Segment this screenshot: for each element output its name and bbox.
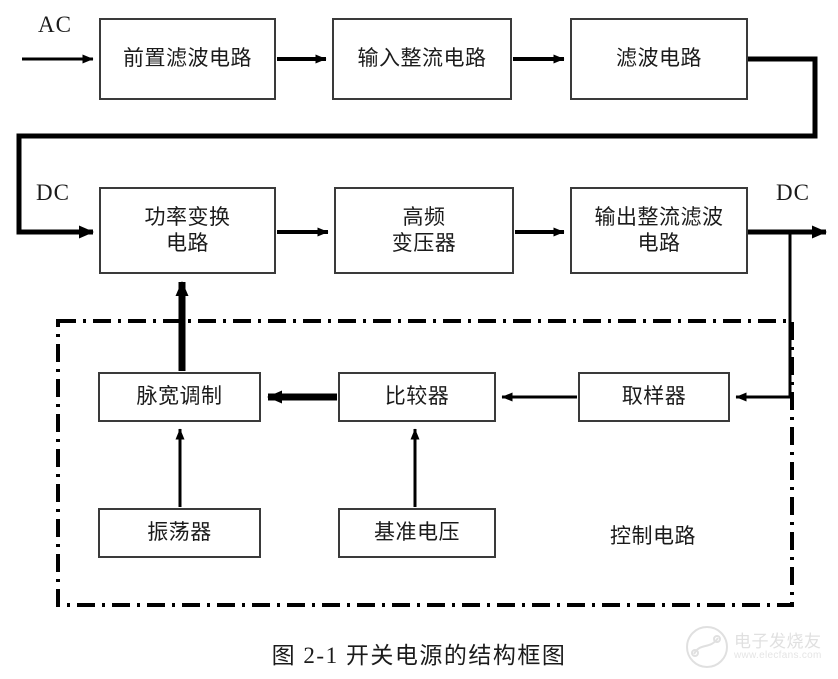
block-label-line1: 输出整流滤波	[594, 204, 724, 229]
label-control-circuit: 控制电路	[610, 524, 696, 548]
block-label: 比较器	[384, 384, 450, 409]
label-ac-input: AC	[38, 12, 72, 37]
block-input-rectifier-circuit[interactable]: 输入整流电路	[332, 18, 512, 100]
block-label-line1: 功率变换	[144, 204, 231, 229]
block-label-line2: 电路	[166, 230, 209, 255]
block-pwm[interactable]: 脉宽调制	[98, 372, 261, 422]
label-dc-mid: DC	[36, 180, 70, 205]
block-output-rectifier-filter-circuit[interactable]: 输出整流滤波 电路	[570, 187, 748, 274]
label-dc-output: DC	[776, 180, 810, 205]
block-label: 振荡器	[147, 520, 212, 545]
block-high-frequency-transformer[interactable]: 高频 变压器	[334, 187, 514, 274]
block-reference-voltage[interactable]: 基准电压	[338, 508, 496, 558]
block-label-line1: 高频	[402, 204, 446, 229]
block-power-conversion-circuit[interactable]: 功率变换 电路	[99, 187, 276, 274]
block-oscillator[interactable]: 振荡器	[98, 508, 261, 558]
control-circuit-boundary	[56, 319, 794, 607]
block-label: 前置滤波电路	[123, 46, 252, 71]
block-label: 取样器	[621, 384, 687, 409]
block-label-line2: 变压器	[391, 230, 457, 255]
block-label: 脉宽调制	[136, 384, 223, 409]
block-label: 滤波电路	[616, 46, 702, 71]
block-comparator[interactable]: 比较器	[338, 372, 496, 422]
figure-caption: 图 2-1 开关电源的结构框图	[271, 643, 567, 668]
block-filter-circuit[interactable]: 滤波电路	[570, 18, 748, 100]
block-pre-filter-circuit[interactable]: 前置滤波电路	[99, 18, 276, 100]
block-label-line2: 电路	[637, 230, 681, 255]
block-label: 输入整流电路	[357, 46, 487, 71]
block-sampler[interactable]: 取样器	[578, 372, 730, 422]
wire-filter-to-power-wrap	[16, 56, 818, 239]
block-label: 基准电压	[374, 520, 460, 545]
